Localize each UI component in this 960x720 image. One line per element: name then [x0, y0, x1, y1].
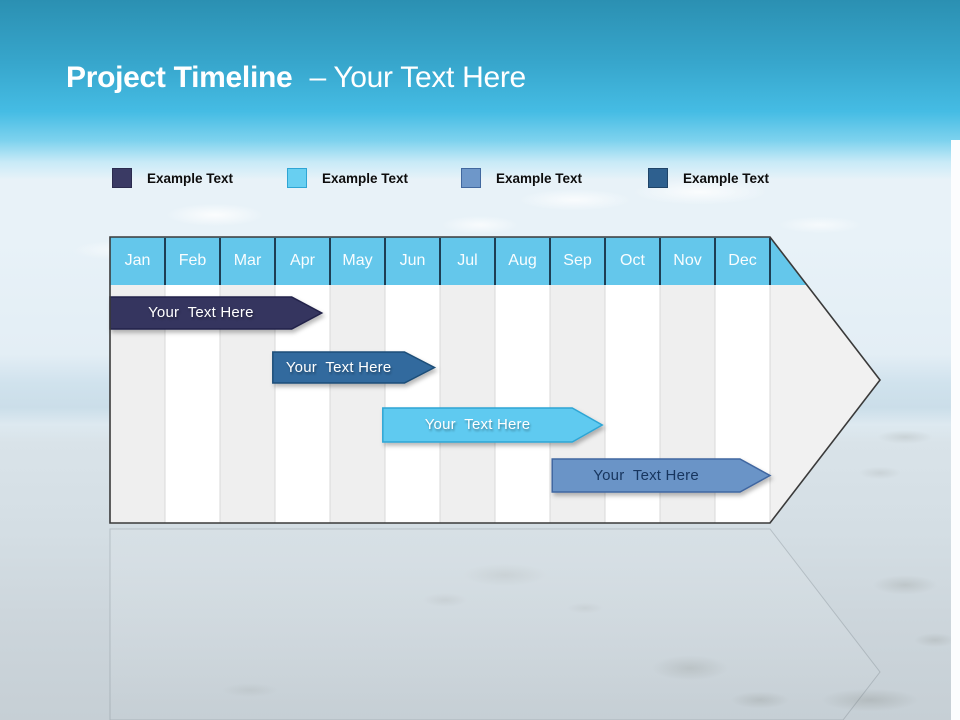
month-label: Sep — [563, 252, 592, 269]
task-bars — [109, 296, 772, 493]
task-bar — [551, 458, 772, 493]
month-label: Jan — [124, 252, 151, 269]
header-gradient-band — [0, 0, 960, 180]
month-label: Apr — [290, 252, 315, 269]
month-label: May — [342, 252, 373, 269]
legend-item: Example Text — [112, 167, 233, 189]
legend-swatch — [648, 168, 668, 188]
task-bar — [382, 407, 604, 443]
month-label: Oct — [620, 252, 645, 269]
month-label: Mar — [233, 252, 262, 269]
legend-item: Example Text — [461, 167, 582, 189]
timeline-reflection — [109, 528, 881, 720]
slide-title-suffix: – Your Text Here — [309, 61, 526, 94]
month-label: Nov — [673, 252, 702, 269]
month-label: Jun — [399, 252, 426, 269]
month-label: Dec — [728, 252, 757, 269]
legend-item: Example Text — [287, 167, 408, 189]
slide-title: Project Timeline – Your Text Here — [66, 61, 526, 95]
month-label: Aug — [508, 252, 537, 269]
timeline-arrow-outline — [109, 236, 882, 524]
legend-label: Example Text — [322, 170, 409, 186]
task-bar — [272, 351, 437, 384]
task-bar — [109, 296, 324, 330]
month-label: Feb — [178, 252, 207, 269]
month-header-band — [110, 237, 807, 285]
legend-label: Example Text — [683, 170, 770, 186]
legend-swatch — [112, 168, 132, 188]
slide-title-main: Project Timeline — [66, 61, 293, 94]
legend-swatch — [461, 168, 481, 188]
legend-item: Example Text — [648, 167, 769, 189]
month-label: Jul — [457, 252, 478, 269]
photo-right-edge — [951, 140, 960, 720]
month-header-separators — [164, 238, 771, 285]
legend-label: Example Text — [147, 170, 234, 186]
legend-swatch — [287, 168, 307, 188]
legend-label: Example Text — [496, 170, 583, 186]
